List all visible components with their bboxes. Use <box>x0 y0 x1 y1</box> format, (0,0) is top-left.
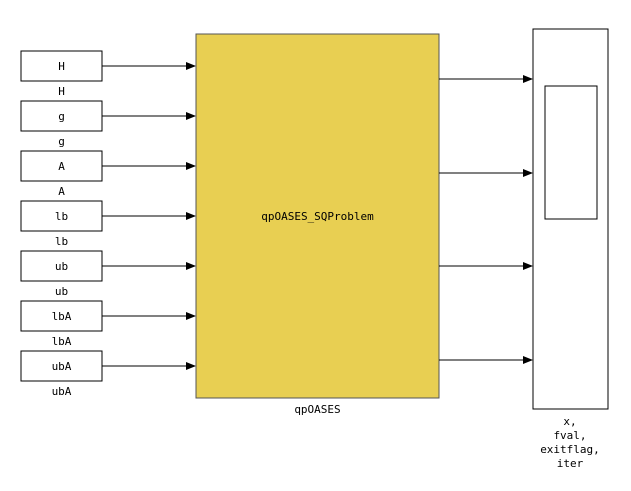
input-block-rect[interactable] <box>20 200 103 232</box>
main-block-label: qpOASES <box>294 403 340 416</box>
main-block[interactable]: qpOASES_SQProblem qpOASES <box>195 33 440 416</box>
input-block-label: A <box>58 185 65 198</box>
output-block-label: x,fval,exitflag,iter <box>540 415 600 470</box>
input-block-text: ub <box>55 260 68 273</box>
input-block-label: lbA <box>52 335 72 348</box>
input-block-H[interactable]: HH <box>20 50 196 98</box>
output-label-line: iter <box>557 457 584 470</box>
input-block-label: H <box>58 85 65 98</box>
input-block-lbA[interactable]: lbA lbA <box>20 300 196 348</box>
output-block-display <box>544 85 598 220</box>
input-block-rect[interactable] <box>20 50 103 82</box>
input-block-g[interactable]: gg <box>20 100 196 148</box>
input-block-text: ubA <box>52 360 72 373</box>
output-label-line: x, <box>563 415 576 428</box>
input-block-text: H <box>58 60 65 73</box>
input-block-ubA[interactable]: ubA ubA <box>20 350 196 398</box>
input-block-text: A <box>58 160 65 173</box>
input-block-A[interactable]: AA <box>20 150 196 198</box>
output-arrows <box>439 75 533 364</box>
input-block-text: lb <box>55 210 68 223</box>
input-block-text: g <box>58 110 65 123</box>
input-block-label: g <box>58 135 65 148</box>
input-block-label: lb <box>55 235 68 248</box>
main-block-rect[interactable] <box>195 33 440 399</box>
output-block[interactable]: x,fval,exitflag,iter <box>532 28 609 470</box>
input-block-rect[interactable] <box>20 100 103 132</box>
input-block-ub[interactable]: ub ub <box>20 250 196 298</box>
input-block-label: ubA <box>52 385 72 398</box>
input-block-rect[interactable] <box>20 350 103 382</box>
input-block-rect[interactable] <box>20 150 103 182</box>
input-block-label: ub <box>55 285 68 298</box>
output-label-line: exitflag, <box>540 443 600 456</box>
input-block-text: lbA <box>52 310 72 323</box>
input-block-lb[interactable]: lb lb <box>20 200 196 248</box>
output-label-line: fval, <box>553 429 586 442</box>
main-block-text: qpOASES_SQProblem <box>261 210 374 223</box>
